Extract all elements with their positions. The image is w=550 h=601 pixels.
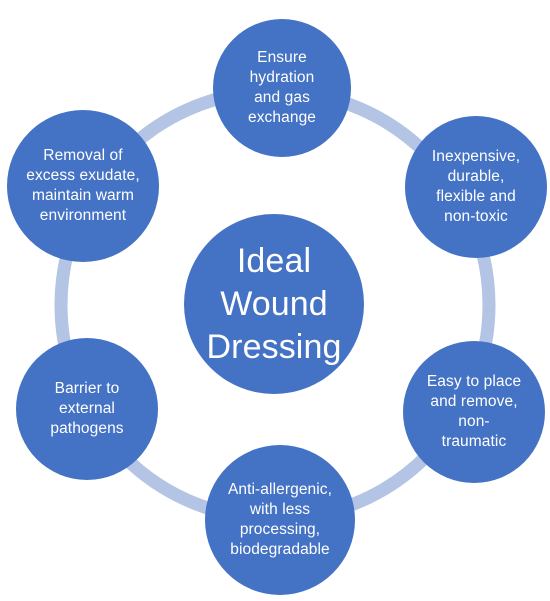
node-removal-exudate: Removal of excess exudate, maintain warm… [7, 110, 159, 262]
node-lower-left-line-2: external [59, 400, 115, 417]
node-upper-right-line-1: Inexpensive, [431, 148, 521, 165]
node-top-line-2: hydration [249, 69, 315, 86]
node-upper-right-line-3: flexible and [436, 188, 516, 205]
node-upper-right-line-2: durable, [447, 168, 505, 185]
node-lower-left-line-1: Barrier to [54, 380, 120, 397]
center-line-2: Wound [220, 284, 328, 323]
node-inexpensive-durable: Inexpensive, durable, flexible and non-t… [405, 116, 547, 258]
center-label: Ideal Wound Dressing [207, 240, 342, 369]
node-upper-left-line-2: excess exudate, [26, 167, 140, 184]
node-upper-left-line-3: maintain warm [31, 187, 135, 204]
node-top-line-3: and gas [254, 89, 310, 106]
center-line-3: Dressing [206, 327, 342, 366]
center-node-ideal-wound-dressing: Ideal Wound Dressing [184, 214, 364, 394]
node-lower-left-line-3: pathogens [50, 420, 124, 437]
node-hydration-gas-exchange: Ensure hydration and gas exchange [213, 19, 351, 157]
node-bottom-line-2: with less [249, 501, 311, 518]
node-top-line-4: exchange [247, 109, 317, 126]
node-anti-allergenic: Anti-allergenic, with less processing, b… [205, 445, 355, 595]
center-line-1: Ideal [236, 241, 312, 280]
node-lower-right-line-4: traumatic [441, 433, 507, 450]
node-bottom-line-3: processing, [239, 521, 321, 538]
node-upper-left-line-4: environment [39, 207, 127, 224]
node-lower-right-line-3: non- [458, 413, 490, 430]
node-bottom-line-1: Anti-allergenic, [227, 481, 333, 498]
node-easy-to-place: Easy to place and remove, non- traumatic [403, 341, 545, 483]
node-upper-left-line-1: Removal of [43, 147, 123, 164]
node-barrier-pathogens: Barrier to external pathogens [16, 338, 158, 480]
node-upper-right-line-4: non-toxic [444, 208, 508, 225]
node-lower-right-line-1: Easy to place [426, 373, 522, 390]
node-lower-right-line-2: and remove, [430, 393, 518, 410]
node-bottom-line-4: biodegradable [230, 541, 330, 558]
node-top-line-1: Ensure [257, 49, 307, 66]
